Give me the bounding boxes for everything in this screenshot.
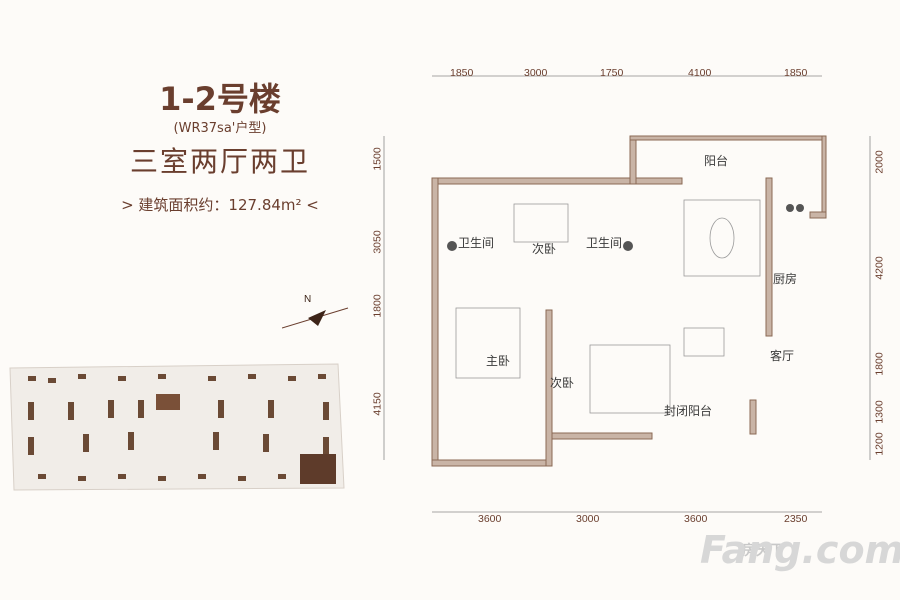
dimension-right-1: 2000	[873, 150, 886, 174]
floor-area: > 建筑面积约：127.84m² <	[121, 196, 319, 214]
floor-plan	[383, 75, 871, 513]
dimension-bottom-1: 3600	[478, 513, 502, 525]
room-living: 客厅	[770, 349, 795, 363]
room-enclosed-balcony: 封闭阳台	[664, 404, 713, 418]
dimension-right-4: 1300	[873, 400, 886, 424]
site-plan	[9, 363, 345, 491]
dimension-top-1: 1850	[450, 67, 474, 79]
dimension-left-2: 3050	[371, 230, 384, 254]
watermark-logo: Fang.com	[700, 528, 900, 572]
dimension-bottom-4: 2350	[784, 513, 808, 525]
dimension-left-4: 4150	[371, 392, 384, 416]
dimension-bottom-2: 3000	[576, 513, 600, 525]
dimension-top-2: 3000	[524, 67, 548, 79]
dimension-top-4: 4100	[688, 67, 712, 79]
dimension-top-5: 1850	[784, 67, 808, 79]
room-bathroom-2: 卫生间	[586, 236, 623, 250]
north-arrow-icon: N	[282, 294, 349, 329]
room-master-bedroom: 主卧	[486, 354, 511, 368]
dimension-right-5: 1200	[873, 432, 886, 456]
layout-name: 三室两厅两卫	[129, 145, 310, 178]
dimension-right-2: 4200	[873, 256, 886, 280]
room-second-bedroom-1: 次卧	[532, 242, 557, 256]
dimension-bottom-3: 3600	[684, 513, 708, 525]
unit-type: (WR37sa'户型)	[173, 121, 267, 136]
room-kitchen: 厨房	[773, 272, 798, 286]
room-balcony: 阳台	[704, 154, 729, 168]
dimension-left-3: 1800	[371, 294, 384, 318]
north-label: N	[304, 294, 311, 305]
dimension-right-3: 1800	[873, 352, 886, 376]
dimension-left-1: 1500	[371, 147, 384, 171]
watermark-cn: 房天下	[742, 543, 784, 559]
room-second-bedroom-2: 次卧	[550, 376, 575, 390]
room-bathroom-1: 卫生间	[458, 236, 495, 250]
page-title: 1-2号楼	[159, 80, 281, 118]
dimension-top-3: 1750	[600, 67, 624, 79]
